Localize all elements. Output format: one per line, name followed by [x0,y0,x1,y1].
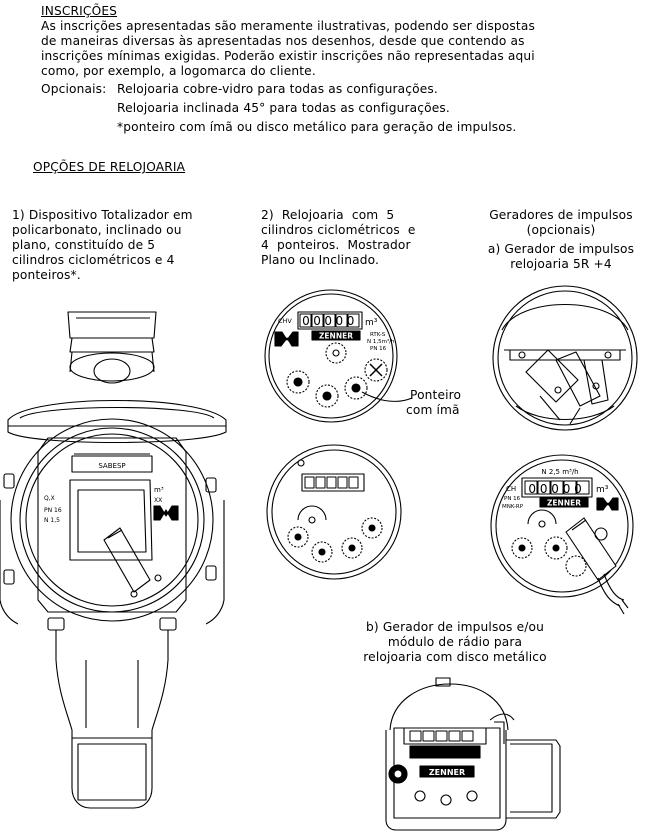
col2-line-3: 4 ponteiros. Mostrador [261,238,411,252]
meter-xx-label: XX [154,497,162,504]
col1-line-5: ponteiros*. [12,268,81,282]
radio-line-2: módulo de rádio para [387,635,523,649]
col3-line-3: a) Gerador de impulsos [487,242,635,256]
col2-line-1: 2) Relojoaria com 5 [261,208,395,222]
radio-line-3: relojoaria com disco metálico [363,650,547,664]
col1-line-4: cilindros ciclométricos e 4 [12,253,175,267]
col2-line-4: Plano ou Inclinado. [261,253,380,267]
ponteiro-label-2: com ímã [406,403,460,417]
opcoes-heading: OPÇÕES DE RELOJOARIA [33,160,186,174]
col3-line-2: (opcionais) [526,223,596,237]
opcional-2: Relojoaria inclinada 45° para todas as c… [117,101,450,115]
radio-line-1: b) Gerador de impulsos e/ou [366,620,544,634]
dial3-prefix: CH [506,485,516,493]
opcional-1: Relojoaria cobre-vidro para todas as con… [117,82,438,96]
col3-line-4: relojoaria 5R +4 [510,257,612,271]
meter-brand-label: SABESP [98,462,125,470]
radio-brand: ZENNER [429,768,465,777]
meter-q-label: Q,X [44,495,55,502]
pulse-generator-a [492,285,638,431]
dial3-brand: ZENNER [547,499,581,508]
zenner-logo-mark [153,505,179,521]
col1-line-2: policarbonato, inclinado ou [12,223,182,237]
col2-line-2: cilindros ciclométricos e [261,223,416,237]
inscricoes-line-2: de maneiras diversas às apresentadas nos… [41,34,525,48]
dial1-prefix: CHV [278,317,292,325]
dial3-top: N 2,5 m³/h [541,468,578,476]
ponteiro-label-1: Ponteiro [410,388,462,402]
col1-line-1: 1) Dispositivo Totalizador em [12,208,193,222]
dial1-brand: ZENNER [319,332,353,341]
opcionais-label: Opcionais: [41,82,107,96]
dial1-digits: 00000 [302,314,358,328]
inscricoes-line-3: inscrições mínimas exigidas. Poderão exi… [41,49,535,63]
dial1-pn: PN 16 [370,346,387,352]
dial1-spec: N 1,5m³/h [367,338,395,345]
col3-line-1: Geradores de impulsos [489,208,633,222]
inscricoes-heading: INSCRIÇÕES [41,4,118,18]
dial1-model: RTK-S [370,332,386,338]
inscricoes-line-1: As inscrições apresentadas são meramente… [41,19,535,33]
water-meter-drawing: SABESP Q,X PN 16 N 1,5 m³ XX [0,311,227,809]
dial3-unit: m³ [596,485,609,495]
dial3-model: MNK-RP [502,504,524,510]
meter-spec-label: N 1,5 [44,517,60,524]
pulse-generator-dial: N 2,5 m³/h CH 00000 m³ PN 16 MNK-RP ZENN… [490,454,634,615]
opcional-3: *ponteiro com ímã ou disco metálico para… [117,120,517,134]
dial1-unit: m³ [365,318,378,328]
dial3-digits: 00000 [528,482,585,496]
inscricoes-line-4: como, por exemplo, a logomarca do client… [41,64,316,78]
meter-m3-label: m³ [154,486,164,494]
dial3-pn: PN 16 [504,496,521,502]
col1-line-3: plano, constituído de 5 [12,238,156,252]
radio-module: ZENNER [385,677,561,831]
dial-relojoaria-1: CHV 00000 m³ ZENNER RTK-S N 1,5m³/h PN 1… [264,289,413,423]
meter-pn-label: PN 16 [44,507,62,514]
dial-relojoaria-2 [266,444,402,580]
